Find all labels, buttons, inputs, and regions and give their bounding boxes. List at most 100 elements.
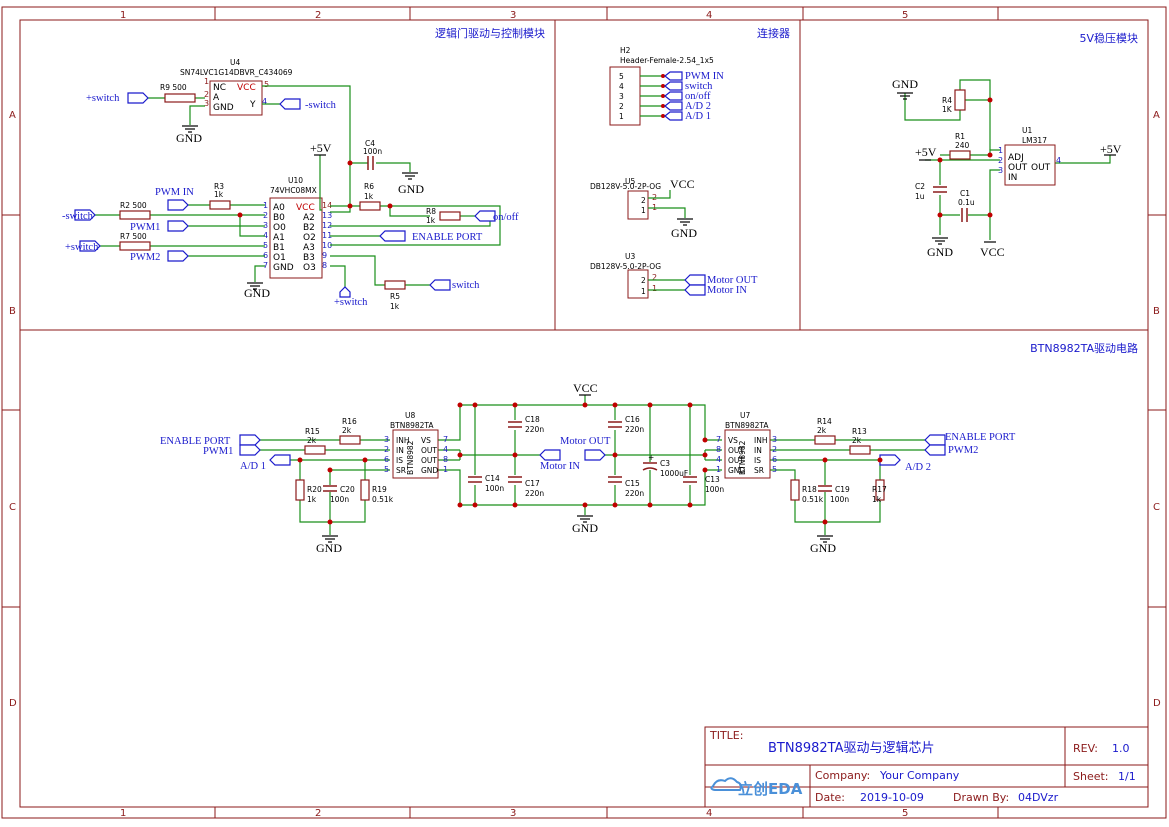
title-value: BTN8982TA驱动与逻辑芯片 <box>768 741 935 756</box>
svg-text:4: 4 <box>263 231 268 240</box>
u1-pin-adj: ADJ <box>1008 153 1024 163</box>
svg-text:10: 10 <box>322 241 332 250</box>
c2-ref: C2 <box>915 182 925 191</box>
c15-value: 220n <box>625 489 644 498</box>
r19-ref: R19 <box>372 485 387 494</box>
svg-text:+: + <box>648 453 654 462</box>
r1-resistor[interactable] <box>949 150 971 160</box>
u5-terminal[interactable]: U5 DB128V-5.0-2P-OG 21 21 VCC GND <box>590 177 697 240</box>
c14-ref: C14 <box>485 474 500 483</box>
net-plus-switch-logic: +switch <box>65 242 99 253</box>
driver-passives: R15 2k R16 2k R20 1k C20 100n R19 0.51k … <box>295 415 887 504</box>
svg-text:GND: GND <box>421 466 438 475</box>
u4-inverter[interactable]: U4 SN74LVC1G14DBVR_C434069 NC A GND VCC … <box>180 58 293 116</box>
driver-flags: ENABLE PORT PWM1 A/D 1 Motor IN Motor OU… <box>160 381 1016 555</box>
h2-value: Header-Female-2.54_1x5 <box>620 56 714 65</box>
svg-text:GND: GND <box>728 466 745 475</box>
r17-resistor[interactable] <box>875 479 885 501</box>
r3-resistor[interactable] <box>209 200 231 210</box>
u10-pin-vcc: VCC <box>296 203 315 213</box>
c1-ref: C1 <box>960 189 970 198</box>
net-plus-switch-u4: +switch <box>86 93 120 104</box>
col-label-4: 4 <box>706 10 712 21</box>
svg-text:5: 5 <box>772 465 777 474</box>
svg-text:7: 7 <box>263 261 268 270</box>
svg-text:8: 8 <box>716 445 721 454</box>
col-label-5-bottom: 5 <box>902 808 908 819</box>
net-motor-in-driver: Motor IN <box>540 461 580 472</box>
r20-value: 1k <box>307 495 317 504</box>
gnd-label-driver-left: GND <box>316 541 342 555</box>
svg-text:2: 2 <box>263 211 268 220</box>
u10-pin-a2: A2 <box>303 213 315 223</box>
header-net-3: on/off <box>685 91 711 102</box>
u10-value: 74VHC08MX <box>270 186 317 195</box>
header-net-1: A/D 1 <box>685 111 711 122</box>
u4-pin-nc: NC <box>213 83 226 93</box>
r2-resistor[interactable] <box>119 210 151 220</box>
svg-text:5: 5 <box>263 241 268 250</box>
gnd-label-u4: GND <box>176 131 202 145</box>
r19-resistor[interactable] <box>360 479 370 501</box>
svg-text:13: 13 <box>322 211 332 220</box>
svg-text:OUT: OUT <box>421 446 437 455</box>
u1-value: LM317 <box>1022 136 1047 145</box>
r7-resistor[interactable] <box>119 241 151 251</box>
u1-pin-out2: OUT <box>1031 163 1051 173</box>
u3-terminal[interactable]: U3 DB128V-5.0-2P-OG 21 21 Motor OUT Moto… <box>590 252 758 299</box>
svg-text:1: 1 <box>619 112 624 121</box>
r14-resistor[interactable] <box>814 435 836 445</box>
svg-text:BTN8982: BTN8982 <box>738 440 747 475</box>
r3-value: 1k <box>214 190 224 199</box>
r16-resistor[interactable] <box>339 435 361 445</box>
c15-ref: C15 <box>625 479 640 488</box>
r16-ref: R16 <box>342 417 357 426</box>
net-plus-switch-o3: +switch <box>334 297 368 308</box>
lceda-logo: 立创EDA <box>710 777 803 798</box>
row-label-b: B <box>9 306 16 317</box>
r15-resistor[interactable] <box>304 445 326 455</box>
svg-text:2: 2 <box>641 196 646 205</box>
r6-resistor[interactable] <box>359 201 381 211</box>
r9-resistor[interactable] <box>164 93 196 103</box>
r5-value: 1k <box>390 302 400 311</box>
svg-text:4: 4 <box>716 455 721 464</box>
c13-ref: C13 <box>705 475 720 484</box>
r4-pot[interactable] <box>954 89 966 111</box>
svg-text:8: 8 <box>443 455 448 464</box>
u10-pin-b3: B3 <box>303 253 315 263</box>
h2-ref: H2 <box>620 46 631 55</box>
net-minus-switch-logic: -switch <box>62 211 94 222</box>
r5-ref: R5 <box>390 292 400 301</box>
r16-value: 2k <box>342 426 352 435</box>
r5-resistor[interactable] <box>384 280 406 290</box>
r9-label: R9 500 <box>160 83 187 92</box>
svg-text:VS: VS <box>728 436 738 445</box>
svg-text:1: 1 <box>652 284 657 293</box>
svg-text:4: 4 <box>262 97 267 106</box>
r8-resistor[interactable] <box>439 211 461 221</box>
sheet-value: 1/1 <box>1118 770 1136 783</box>
r13-resistor[interactable] <box>849 445 871 455</box>
sheet-label: Sheet: <box>1073 770 1109 783</box>
r20-resistor[interactable] <box>295 479 305 501</box>
u10-pin-b2: B2 <box>303 223 315 233</box>
net-pwm2-driver: PWM2 <box>948 445 978 456</box>
svg-text:IS: IS <box>754 456 761 465</box>
svg-text:7: 7 <box>716 435 721 444</box>
c17-value: 220n <box>525 489 544 498</box>
svg-text:OUT: OUT <box>728 456 744 465</box>
c13-value: 100n <box>705 485 724 494</box>
r8-ref: R8 <box>426 207 436 216</box>
u1-ref: U1 <box>1022 126 1032 135</box>
c18-ref: C18 <box>525 415 540 424</box>
r18-resistor[interactable] <box>790 479 800 501</box>
u4-pin-y: Y <box>249 100 256 110</box>
svg-text:8: 8 <box>322 261 327 270</box>
svg-text:3: 3 <box>619 92 624 101</box>
